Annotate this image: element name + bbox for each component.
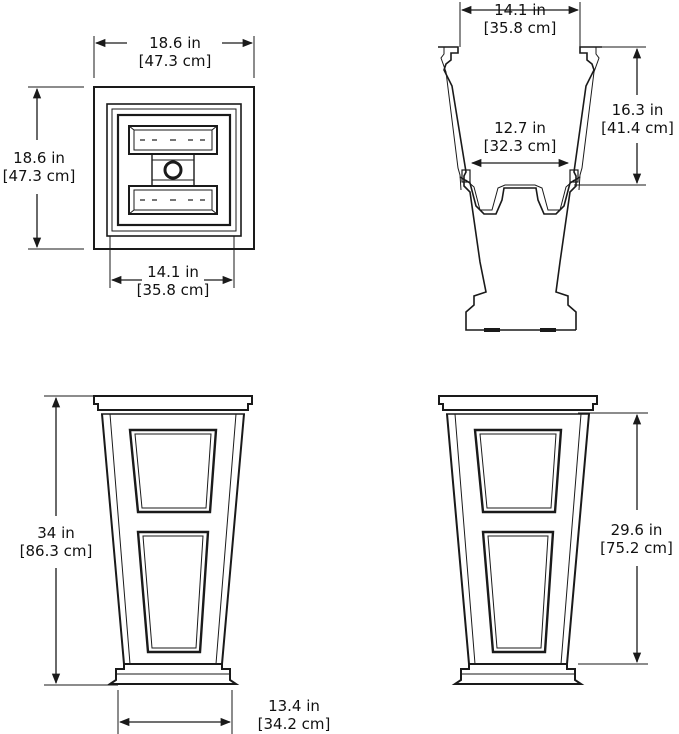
side-body xyxy=(446,413,590,665)
side-upper-panel xyxy=(473,428,563,514)
section-insert-width-label: 12.7 in [32.3 cm] xyxy=(483,119,557,155)
section-insert xyxy=(459,176,581,215)
front-cap xyxy=(93,395,253,411)
section-depth-label: 16.3 in [41.4 cm] xyxy=(601,101,674,137)
front-lower-panel xyxy=(136,530,210,654)
top-view xyxy=(28,36,255,288)
section-top-width-label: 14.1 in [35.8 cm] xyxy=(483,1,557,37)
front-body xyxy=(101,413,245,665)
section-right-wall xyxy=(555,46,602,330)
section-view xyxy=(438,2,646,332)
top-inner-width-label: 14.1 in [35.8 cm] xyxy=(136,263,210,299)
front-upper-panel xyxy=(128,428,218,514)
section-left-wall xyxy=(438,46,576,331)
front-height-label: 34 in [86.3 cm] xyxy=(19,524,93,560)
side-height-label: 29.6 in [75.2 cm] xyxy=(600,521,673,557)
side-lower-panel xyxy=(481,530,555,654)
front-base-width-label: 13.4 in [34.2 cm] xyxy=(257,697,331,733)
side-cap xyxy=(438,395,598,411)
fill-hole xyxy=(163,160,183,180)
side-base xyxy=(451,663,585,685)
side-view xyxy=(438,395,648,685)
front-view xyxy=(44,395,253,734)
top-width-label: 18.6 in [47.3 cm] xyxy=(138,34,212,70)
top-outer-square xyxy=(93,86,255,250)
top-depth-label: 18.6 in [47.3 cm] xyxy=(2,149,76,185)
front-base xyxy=(106,663,240,685)
